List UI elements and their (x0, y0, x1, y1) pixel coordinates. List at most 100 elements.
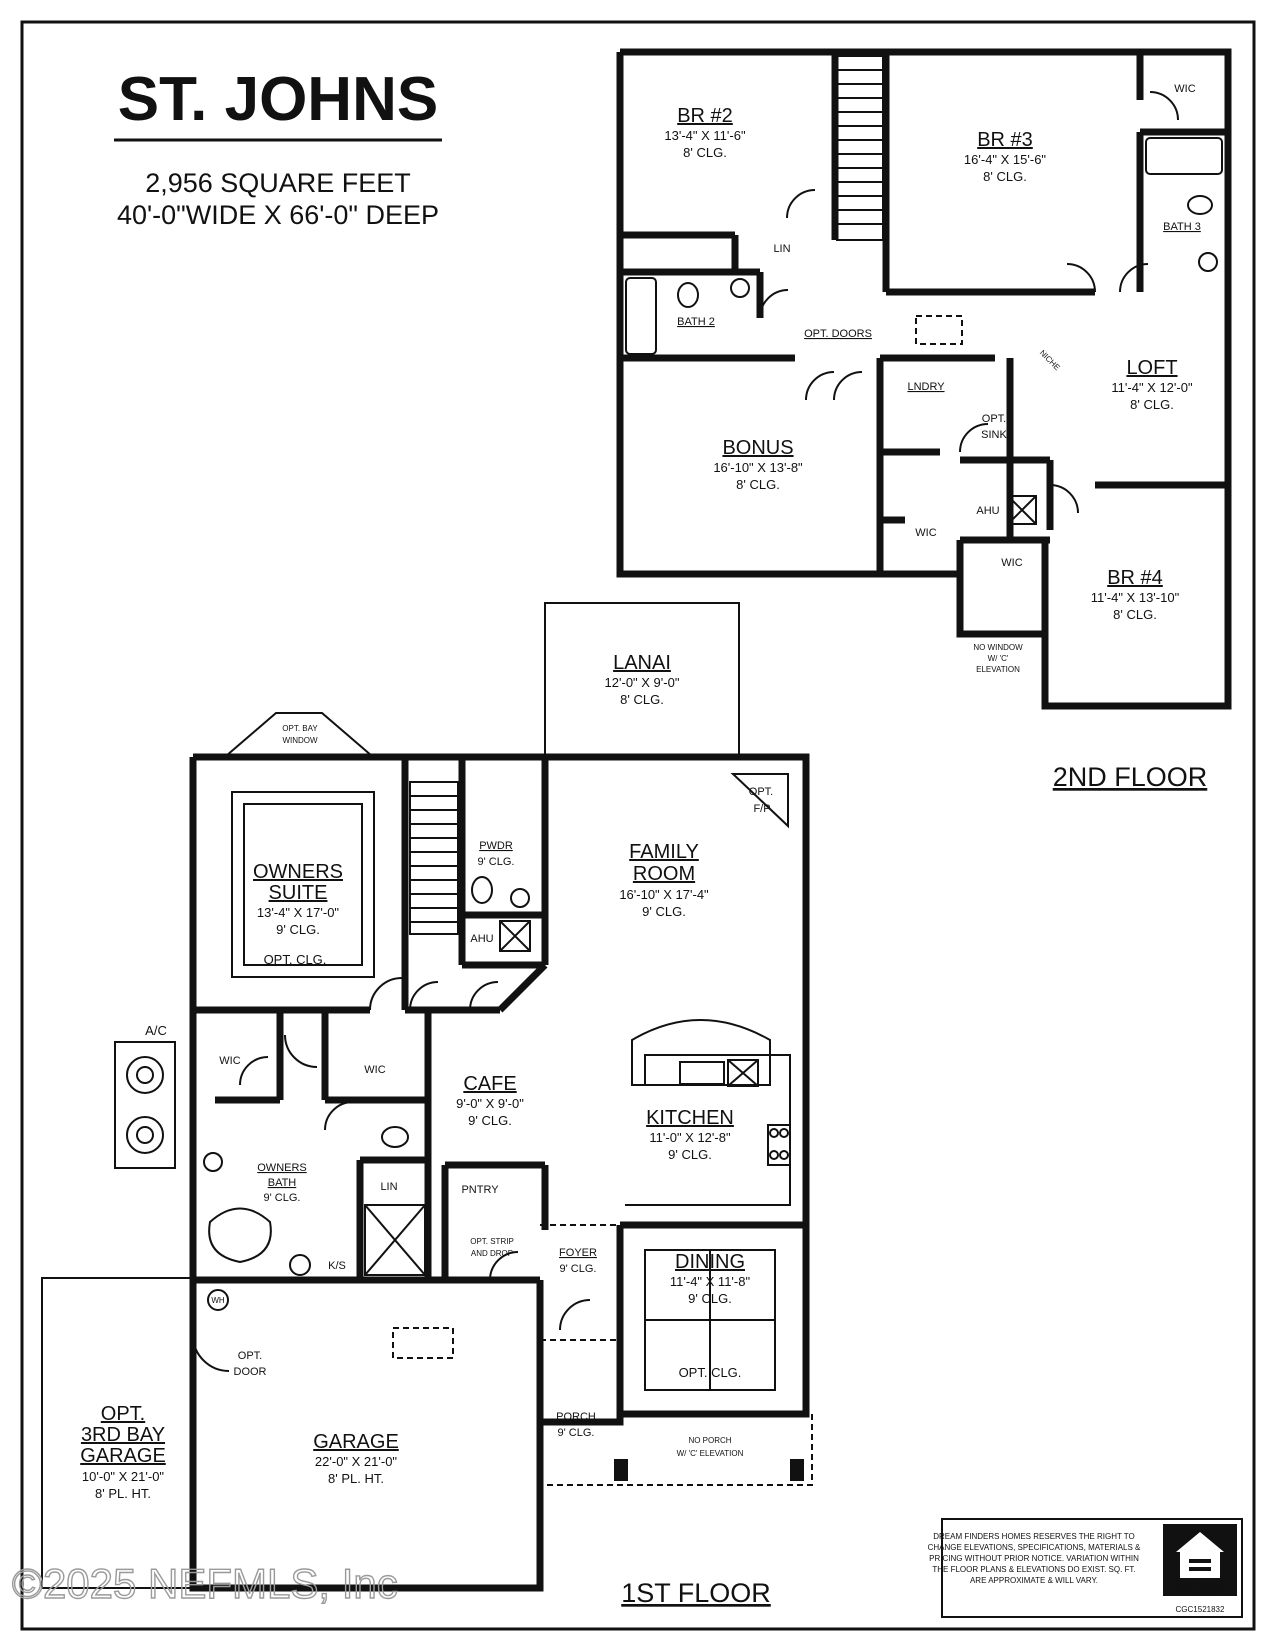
toilet-owners (381, 1126, 409, 1148)
disclaimer-line: PRICING WITHOUT PRIOR NOTICE. VARIATION … (929, 1554, 1139, 1563)
family-room-label-2: ROOM (633, 863, 695, 885)
loft-size: 11'-4" X 12'-0" (1111, 380, 1193, 395)
wic-right-label: WIC (364, 1064, 385, 1076)
niche-label: NICHE (1038, 348, 1062, 372)
plan-dimensions: 40'-0"WIDE X 66'-0" DEEP (117, 200, 439, 230)
opt-fp-label-2: F/P (753, 803, 770, 815)
opt-strip-label-1: OPT. STRIP (470, 1237, 514, 1246)
dishwasher-x (727, 1059, 759, 1087)
door-swing (786, 189, 816, 219)
bath2-label: BATH 2 (677, 316, 715, 328)
wh-label: WH (211, 1296, 225, 1305)
br3-label: BR #3 (977, 129, 1033, 151)
lanai-size: 12'-0" X 9'-0" (605, 675, 680, 690)
door-swing (759, 289, 789, 319)
first-floor-caption: 1ST FLOOR (621, 1578, 771, 1608)
attic-access (915, 315, 963, 345)
owners-suite-tray (231, 791, 375, 978)
dishwasher (727, 1059, 759, 1087)
license-number: CGC1521832 (1176, 1605, 1225, 1614)
porch-label: PORCH (556, 1411, 596, 1423)
stair-upper (836, 55, 884, 241)
opt-doors-label: OPT. DOORS (804, 328, 872, 340)
door-swing (369, 977, 403, 1011)
bonus-label: BONUS (722, 437, 793, 459)
wic-bonus-label: WIC (915, 527, 936, 539)
kitchen-island (631, 1019, 771, 1086)
square-feet: 2,956 SQUARE FEET (145, 168, 411, 198)
family-room-clg: 9' CLG. (642, 904, 686, 919)
ahu-box-upper (1007, 495, 1037, 525)
door-swing (239, 1056, 269, 1086)
loft-clg: 8' CLG. (1130, 397, 1174, 412)
wic-left-label: WIC (219, 1055, 240, 1067)
burner (769, 1128, 779, 1138)
door-swing (409, 981, 439, 1011)
owners-suite-opt-clg: OPT. CLG. (264, 952, 327, 967)
burner (779, 1150, 789, 1160)
range (767, 1124, 791, 1166)
opt-strip-label-2: AND DROP (471, 1249, 513, 1258)
no-window-label-3: ELEVATION (976, 665, 1020, 674)
porch-clg: 9' CLG. (558, 1427, 595, 1439)
dining-size: 11'-4" X 11'-8" (670, 1274, 751, 1289)
owners-suite-clg: 9' CLG. (276, 922, 320, 937)
toilet-bath2 (677, 282, 699, 308)
disclaimer-line: THE FLOOR PLANS & ELEVATIONS DO EXIST. S… (932, 1565, 1135, 1574)
kitchen-sink (679, 1061, 725, 1085)
opt-garage-size: 10'-0" X 21'-0" (82, 1469, 165, 1484)
opt-door-swing (192, 1334, 230, 1372)
garage-clg: 8' PL. HT. (328, 1471, 384, 1486)
opt-garage-label-1: OPT. (101, 1403, 145, 1425)
first-floor-outer-wall (189, 753, 810, 1592)
dining-clg: 9' CLG. (688, 1291, 732, 1306)
ahu-x (499, 920, 531, 952)
ahu-x (1007, 495, 1037, 525)
disclaimer-line: CHANGE ELEVATIONS, SPECIFICATIONS, MATER… (928, 1543, 1141, 1552)
ahu-box-lower (499, 920, 531, 952)
door-swing (469, 981, 499, 1011)
plan-title: ST. JOHNS (118, 65, 438, 134)
kitchen-size: 11'-0" X 12'-8" (649, 1130, 731, 1145)
garage-label: GARAGE (313, 1431, 399, 1453)
cafe-label: CAFE (463, 1073, 516, 1095)
ac-fan (136, 1126, 154, 1144)
door-swing (324, 1101, 354, 1131)
porch-column (614, 1459, 628, 1481)
pwdr-clg: 9' CLG. (478, 856, 515, 868)
first-floor (41, 602, 813, 1592)
bathtub-bath2 (625, 277, 657, 355)
owners-bath-clg: 9' CLG. (264, 1192, 301, 1204)
opt-sink-label-2: SINK (981, 429, 1007, 441)
door-swing (284, 1034, 318, 1068)
opt-garage-label-2: 3RD BAY (81, 1424, 165, 1446)
second-floor-caption: 2ND FLOOR (1053, 762, 1208, 792)
ahu-lower-label: AHU (470, 933, 493, 945)
dining-opt-clg: OPT. CLG. (679, 1365, 742, 1380)
sink-pwdr (510, 888, 530, 908)
br2-size: 13'-4" X 11'-6" (664, 128, 746, 143)
door-swing (559, 1299, 591, 1331)
sink-bath2 (730, 278, 750, 298)
lanai-clg: 8' CLG. (620, 692, 664, 707)
logo-text-2: OPPORTUNITY (1175, 1589, 1226, 1596)
opt-fireplace (730, 773, 789, 829)
ks-label: K/S (328, 1260, 346, 1272)
dining-label: DINING (675, 1251, 745, 1273)
door-swing (1066, 263, 1096, 293)
toilet-pwdr (471, 876, 493, 904)
owners-suite-label-2: SUITE (269, 882, 328, 904)
garage-attic-access (392, 1327, 454, 1359)
burner (769, 1150, 779, 1160)
owners-toilet-sink (289, 1254, 311, 1276)
bonus-size: 16'-10" X 13'-8" (713, 460, 803, 475)
ac-fan (136, 1066, 154, 1084)
br2-clg: 8' CLG. (683, 145, 727, 160)
door-swing (959, 423, 989, 453)
opt-bay-window (225, 712, 373, 757)
stair-lower (409, 781, 459, 935)
equal-housing-logo: EQUAL HOUSING OPPORTUNITY (1163, 1524, 1237, 1596)
br2-label: BR #2 (677, 105, 733, 127)
wall (497, 962, 548, 1013)
